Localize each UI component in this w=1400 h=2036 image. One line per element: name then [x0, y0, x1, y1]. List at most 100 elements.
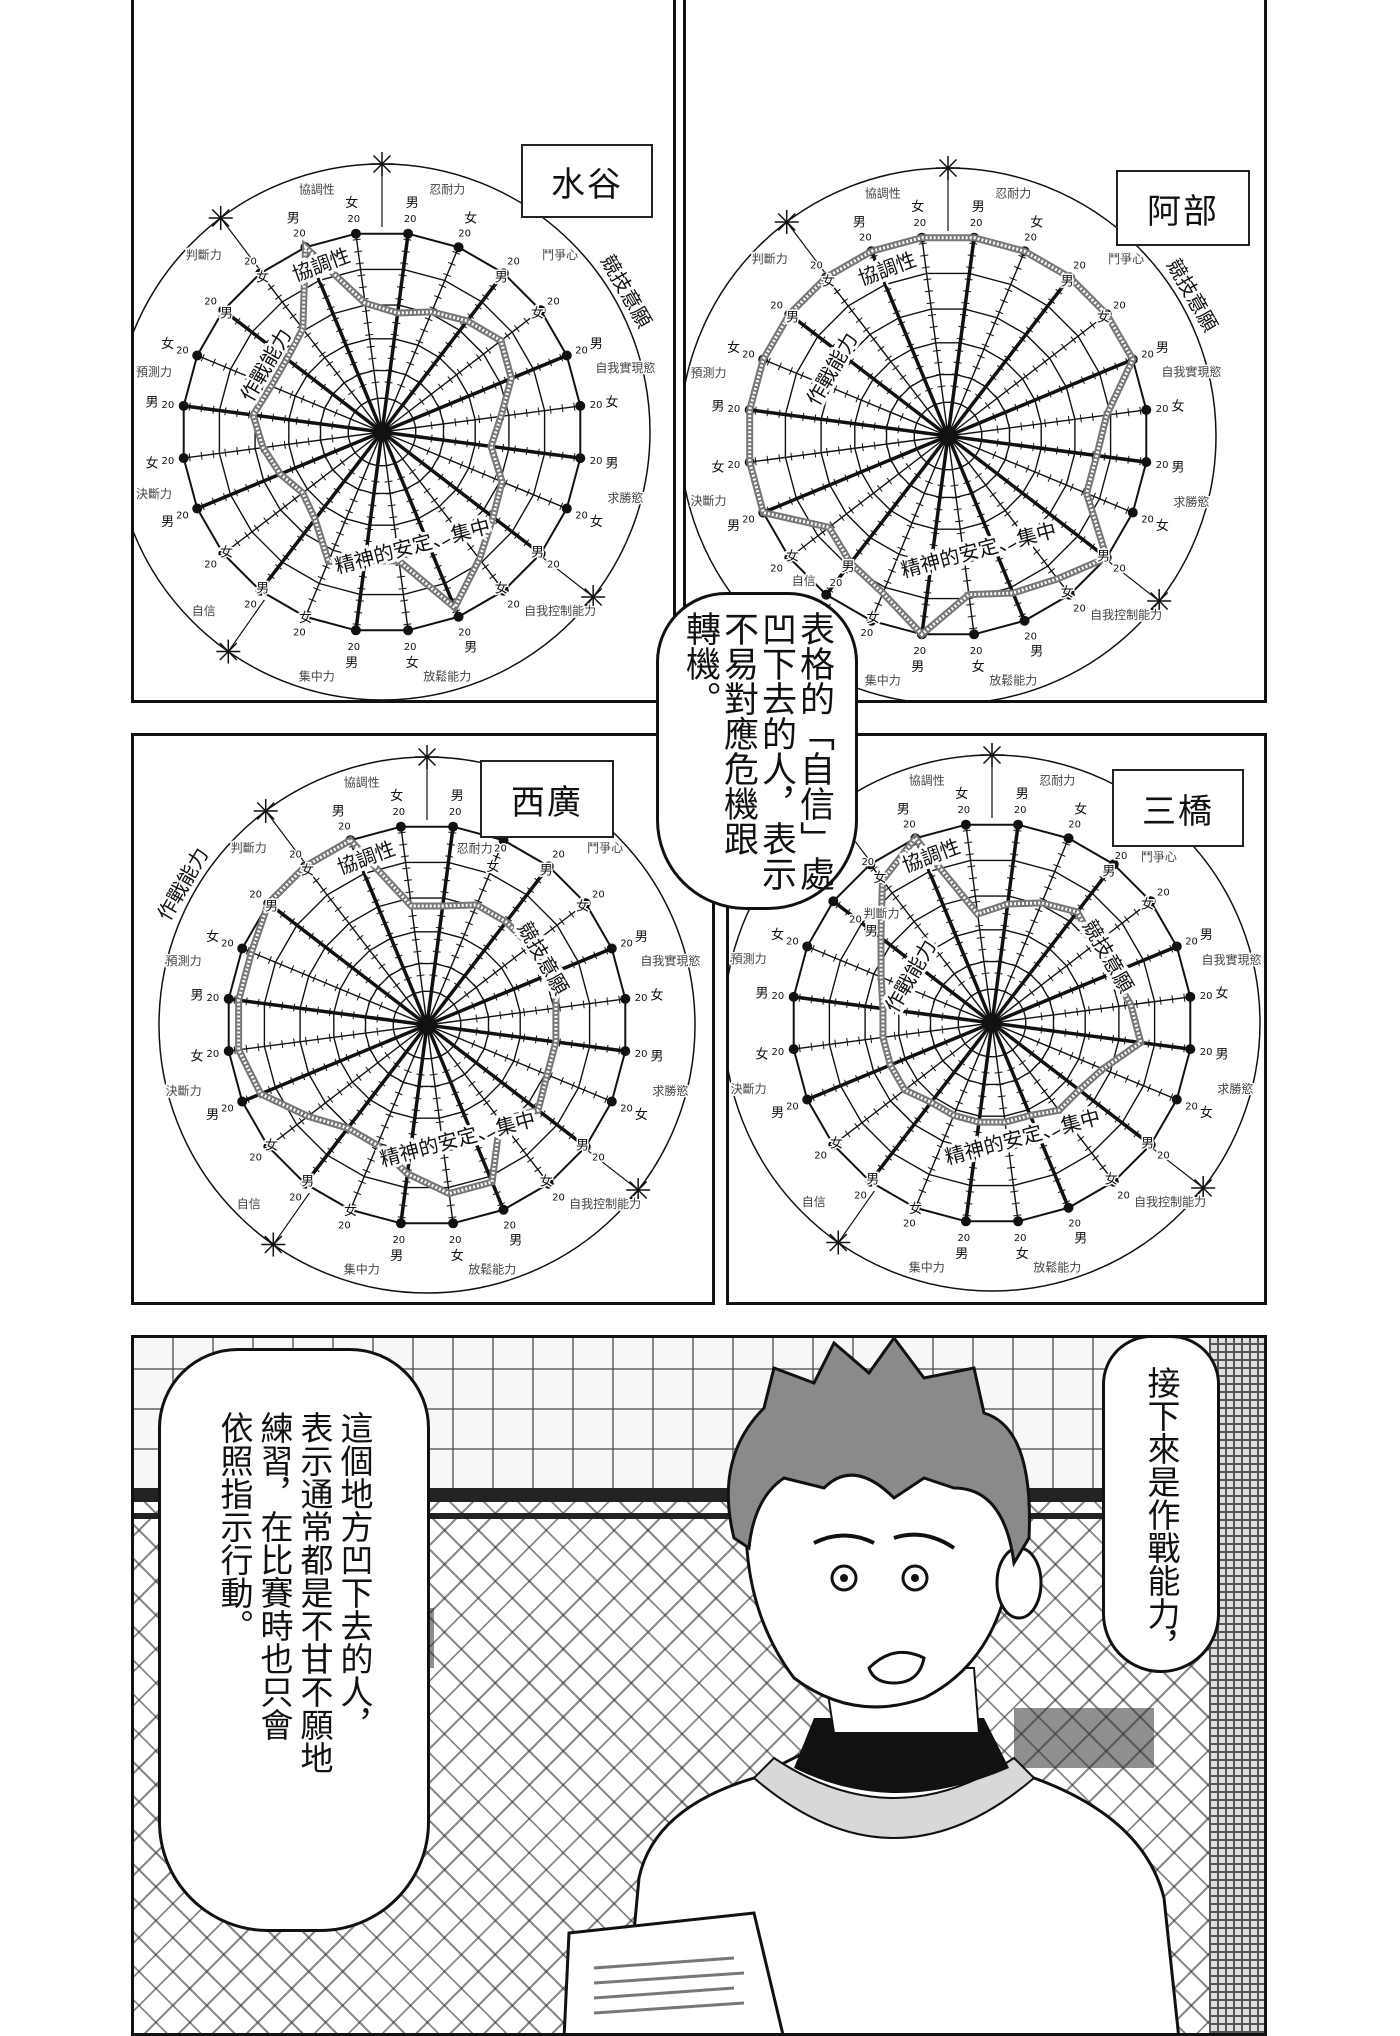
spoke-tick [921, 1047, 926, 1056]
spoke-tick [341, 915, 349, 922]
spoke-tick [468, 1080, 476, 1087]
spoke-tick [934, 361, 943, 364]
sex-label: 女 [1141, 897, 1154, 913]
spoke-tick [408, 914, 417, 917]
spoke-tick [548, 1072, 553, 1081]
max-value-label: 20 [771, 1047, 784, 1058]
spoke-tick [365, 1066, 372, 1074]
spoke-tick [331, 421, 334, 430]
spoke-tick [959, 314, 968, 317]
spoke-tick [345, 350, 353, 355]
sex-label: 女 [531, 306, 544, 322]
sex-label: 女 [206, 929, 219, 945]
spoke-tick [594, 998, 597, 1007]
spoke-tick [1062, 1200, 1071, 1205]
spoke-female [349, 1024, 428, 1211]
spoke-tick [833, 288, 841, 295]
spoke-tick [570, 1081, 575, 1090]
spoke-tick [1033, 1078, 1041, 1085]
spoke-tick [271, 442, 274, 451]
spoke-female [304, 865, 428, 1026]
spoke-tick [846, 999, 849, 1008]
spoke-tick [360, 563, 369, 566]
spoke-female [426, 1024, 550, 1185]
spoke-tick [1062, 279, 1070, 285]
spoke-tick [1036, 394, 1041, 403]
spoke-tick [911, 354, 919, 359]
document-paper [562, 1911, 785, 2033]
spoke-tick [368, 504, 377, 507]
spoke-tick [949, 1049, 956, 1057]
spoke-tick [336, 1088, 343, 1096]
spoke-tick [513, 445, 516, 454]
spoke-tick [460, 932, 469, 937]
spoke-tick [467, 544, 475, 551]
spoke-tick [866, 967, 871, 976]
spoke-tick [440, 1156, 449, 1159]
spoke-tick [431, 1085, 440, 1088]
spoke-tick [911, 959, 918, 967]
spoke-male [947, 357, 1134, 438]
spoke-tick [929, 544, 938, 547]
sex-label: 男 [220, 307, 233, 322]
max-value-label: 20 [1157, 888, 1170, 899]
spoke-tick [466, 416, 469, 425]
spoke-tick [525, 367, 530, 376]
spoke-tick [403, 879, 412, 882]
spoke-tick [525, 408, 528, 417]
spoke-tick [1033, 961, 1041, 968]
spoke-tick [416, 379, 424, 386]
sex-label: 女 [771, 927, 784, 943]
spoke-tick [846, 1038, 849, 1047]
spoke-tick [1064, 1009, 1067, 1018]
spoke-tick [1070, 528, 1077, 536]
spoke-tick [981, 524, 990, 529]
spoke-tick [897, 438, 900, 447]
spoke-tick [911, 513, 919, 518]
spoke-tick [946, 1122, 954, 1127]
spoke-female [965, 824, 993, 1024]
spoke-tick [777, 501, 782, 510]
spoke-tick [307, 418, 310, 427]
spoke-tick [397, 383, 406, 388]
spoke-end-dot [788, 1044, 799, 1055]
spoke-tick [397, 476, 406, 481]
spoke-female [304, 431, 383, 618]
spoke-tick [920, 615, 929, 618]
spoke-male [946, 276, 1072, 438]
spoke-tick [1183, 993, 1186, 1002]
spoke-tick [526, 979, 531, 987]
max-value-label: 20 [814, 1150, 827, 1161]
spoke-tick [275, 564, 282, 570]
spoke-tick [1123, 1036, 1126, 1045]
spoke-tick [471, 1001, 476, 1010]
spoke-end-dot [448, 1218, 459, 1229]
score-polygon-hatch [879, 835, 1143, 1124]
spoke-tick [413, 1097, 422, 1100]
spoke-tick [385, 1071, 393, 1078]
spoke-tick [482, 1044, 487, 1053]
spoke-tick [366, 345, 375, 348]
spoke-tick [953, 361, 962, 364]
spoke-tick [905, 402, 912, 410]
category-label: 忍耐力 [995, 187, 1031, 201]
spoke-tick [317, 575, 326, 580]
spoke-tick [333, 370, 341, 377]
star-mark-icon [629, 1180, 648, 1200]
spoke-tick [902, 535, 910, 540]
spoke-tick [463, 991, 470, 999]
spoke-tick [895, 394, 902, 402]
max-value-label: 20 [206, 993, 219, 1004]
spoke-tick [958, 980, 966, 987]
spoke-tick [430, 421, 433, 430]
category-label: 自我控制能力 [1090, 608, 1162, 622]
max-value-label: 20 [861, 628, 874, 639]
spoke-tick [905, 462, 912, 470]
spoke-tick [530, 939, 537, 947]
spoke-tick [1013, 602, 1022, 607]
sex-label: 女 [495, 580, 508, 596]
group-divider [837, 1190, 875, 1243]
spoke-tick [357, 274, 366, 277]
